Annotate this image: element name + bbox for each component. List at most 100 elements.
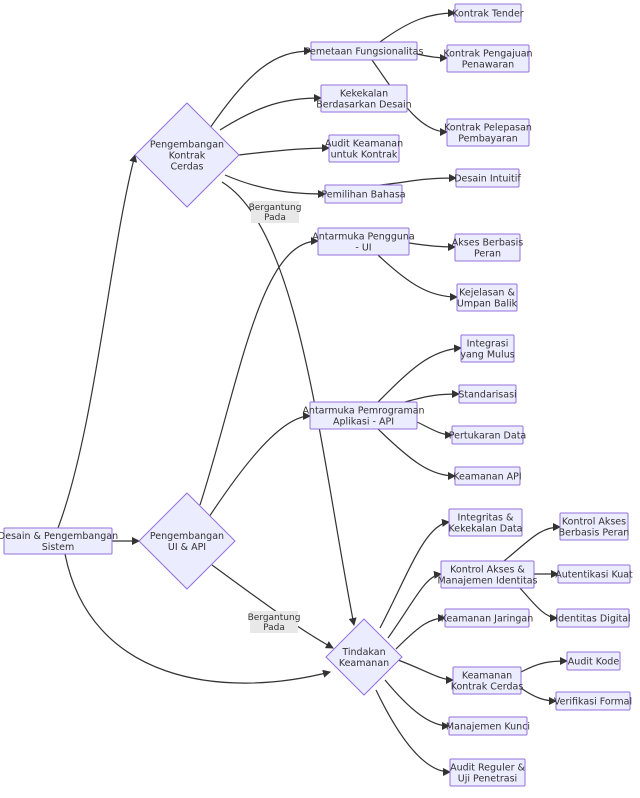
node-auditkode: Audit Kode [566,651,621,671]
edge-kontrolakses-to-kontrolperan [503,523,561,562]
edge-label-background [250,611,298,633]
node-intuitif: Desain Intuitif [454,168,521,188]
node-label-line: Sistem [42,542,74,553]
node-label-line: Keamanan API [453,472,521,483]
node-label-line: Pembayaran [458,134,518,145]
node-kejelasan: Kejelasan &Umpan Balik [456,283,518,312]
node-label-line: Penawaran [462,60,514,71]
edge-pemetaan-to-tender [379,9,456,43]
edge-smart-to-kekekalan [219,94,322,131]
edges-layer [57,9,568,776]
node-standarisasi: Standarisasi [458,384,517,404]
node-label-line: Uji Penetrasi [458,774,517,785]
node-label-line: Cerdas [170,162,203,173]
node-label-line: Umpan Balik [457,299,518,310]
node-label-line: Keamanan [462,671,512,682]
node-label-line: Pertukaran Data [449,431,527,442]
node-label-line: Manajemen Kunci [446,722,530,733]
node-label-line: untuk Kontrak [331,150,398,161]
edge-root-to-smart [57,154,138,529]
edge-api-to-integrasi [377,344,462,403]
node-label-line: Integrasi [467,339,509,350]
node-label-line: Pengembangan [150,531,224,542]
edge-api-to-keamananapi [377,428,456,480]
node-antarmuka: Antarmuka Pengguna- UI [312,227,415,256]
node-label-line: Kontrak Pelepasan [444,123,532,134]
node-label-line: Pemetaan Fungsionalitas [305,47,424,58]
node-label-line: Kontrol Akses & [450,565,525,576]
node-autentikasi: Autentikasi Kuat [555,564,633,584]
edge-sec-to-kontrakcerdas [397,659,454,684]
edge-kontrolakses-to-identitas [519,587,558,622]
nodes-layer: Desain & PengembanganSistemPengembanganK… [0,3,633,787]
node-label-line: Integritas & [458,513,514,524]
node-label-line: Verifikasi Formal [554,697,632,708]
node-label-line: Keamanan Jaringan [441,614,533,625]
node-label-line: Pemilihan Bahasa [321,190,405,201]
node-auditreguler: Audit Reguler &Uji Penetrasi [449,758,526,787]
edge-smart-to-audit_kontrak [238,144,330,156]
edge-api-to-standarisasi [404,390,460,403]
edge-antarmuka-to-aksesperan [408,242,456,251]
node-keamananapi: Keamanan API [453,466,522,486]
edge-bahasa-to-intuitif [379,174,457,186]
node-label-line: Kontrak [169,151,206,162]
node-label-line: Kontrak Tender [452,9,523,20]
edge-label-line: Bergantung [248,613,301,623]
node-label-line: Kontrak Pengajuan [443,49,532,60]
node-label-line: yang Mulus [460,350,514,361]
edge-label-line: Pada [263,623,285,633]
node-tender: Kontrak Tender [452,3,524,23]
edge-pemetaan-to-pengajuan [416,53,448,62]
node-bahasa: Pemilihan Bahasa [321,184,406,204]
node-label-line: Identitas Digital [555,614,630,625]
node-label-line: Standarisasi [458,390,516,401]
edge-sec-to-auditreguler [375,689,451,776]
node-kunci: Manajemen Kunci [446,716,530,736]
edge-api-to-pertukaran [416,421,453,439]
node-label-line: Kontrol Akses [562,517,626,528]
node-label-line: Antarmuka Pengguna [312,232,414,243]
node-label-line: Berbasis Peran [559,528,630,539]
node-label-line: Keamanan [339,658,389,669]
node-label-line: Kontrak Cerdas [451,682,524,693]
node-label-line: Aplikasi - API [333,417,394,428]
node-label-line: Autentikasi Kuat [555,570,633,581]
edge-sec-to-integritas [379,518,450,629]
node-label-line: Desain Intuitif [454,174,521,185]
edge-ui-to-api [206,412,311,521]
edge-sec-to-kunci [384,679,450,730]
node-label-line: Desain & Pengembangan [0,531,118,542]
node-pemetaan: Pemetaan Fungsionalitas [305,41,424,61]
node-jaringan: Keamanan Jaringan [441,608,533,628]
node-label-line: Pengembangan [150,140,224,151]
edge-kontrakcerdas-to-verifikasi [520,687,557,705]
edge-root-to-sec [64,553,331,684]
edge-smart-to-pemetaan [209,47,312,129]
node-label-line: Audit Reguler & [450,763,525,774]
edge-label-background [251,201,299,223]
edge-ui-to-sec [211,564,334,649]
node-identitas: Identitas Digital [555,608,631,628]
node-verifikasi: Verifikasi Formal [554,691,632,711]
node-pertukaran: Pertukaran Data [449,425,527,445]
edge-ui-to-antarmuka [199,237,319,506]
node-label-line: Peran [474,249,501,260]
node-label-line: Kekekalan [340,89,388,100]
edge-pemetaan-to-pelepasan [371,59,448,136]
